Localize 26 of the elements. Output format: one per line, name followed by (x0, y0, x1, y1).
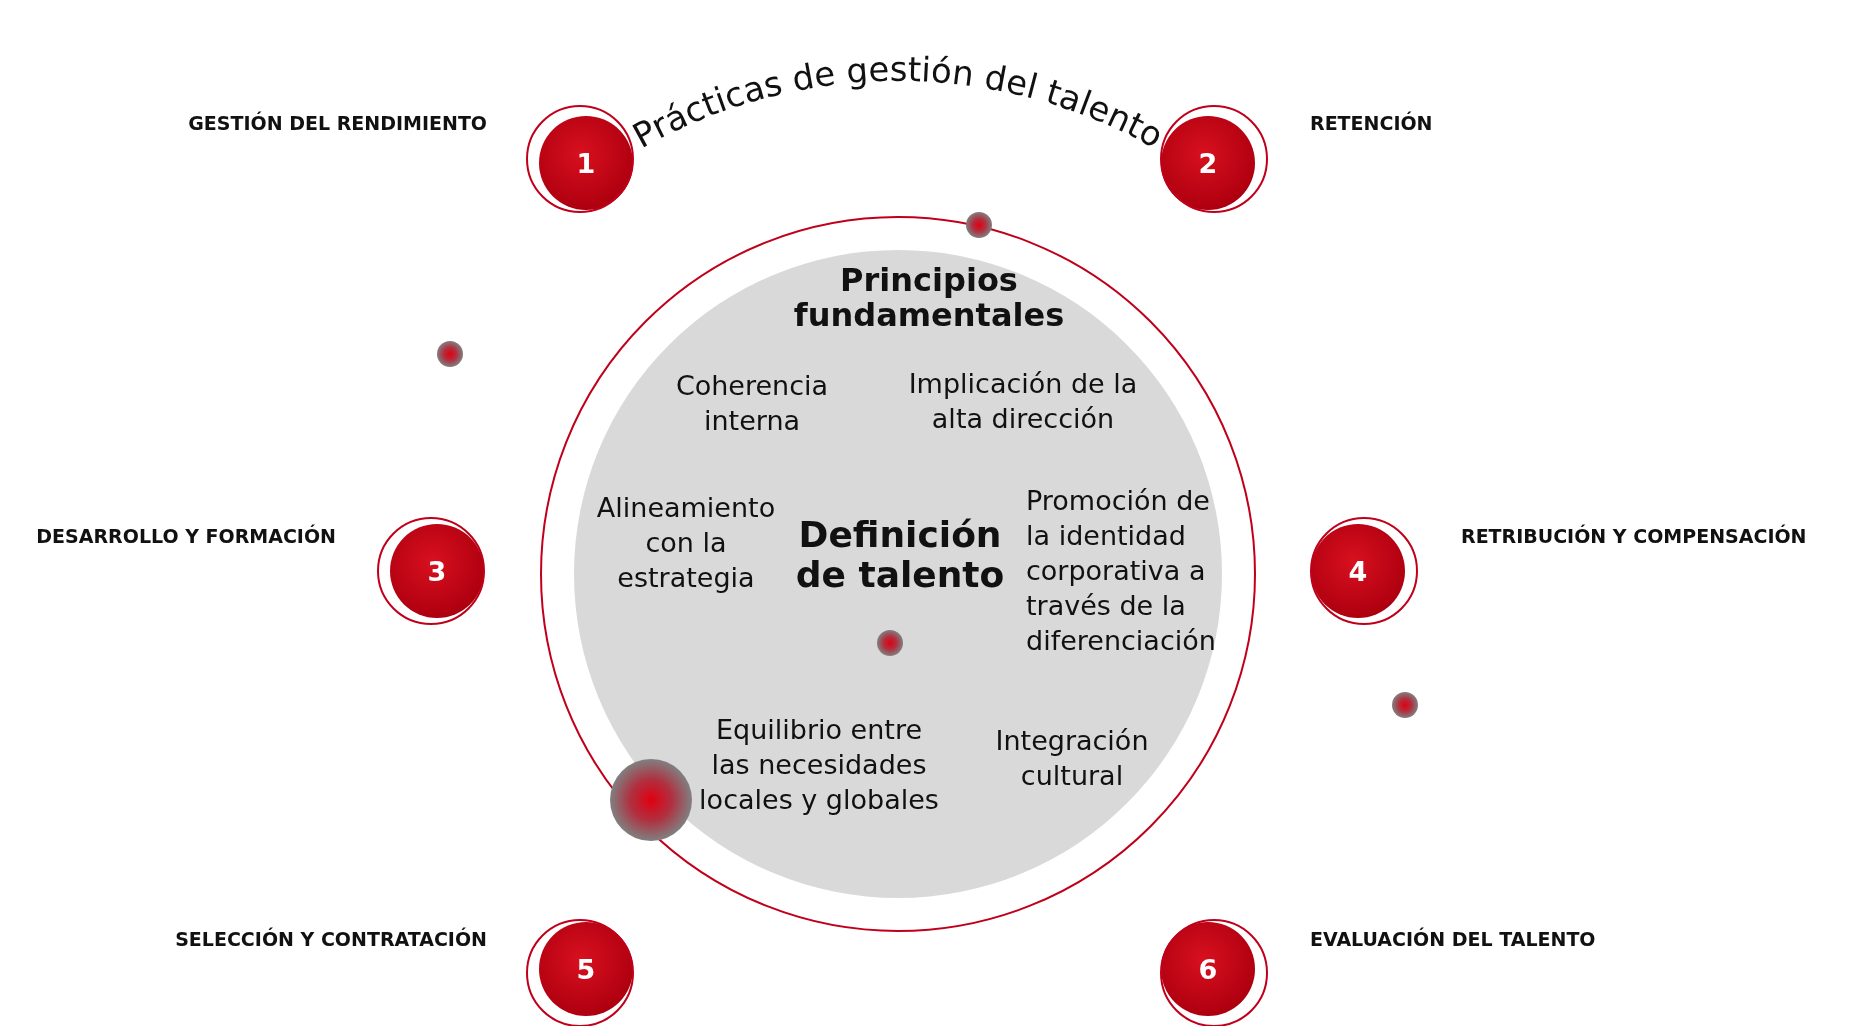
principle-text: Equilibrio entre las necesidades locales y globales (699, 713, 939, 818)
principle-text: Coherencia interna (674, 368, 830, 438)
number-circle (1161, 922, 1255, 1016)
practice-label: RETENCIÓN (1310, 112, 1433, 134)
number-circle (1161, 116, 1255, 210)
number-circle (539, 922, 633, 1016)
heading: Principios fundamentales (792, 262, 1066, 334)
practice-label: RETRIBUCIÓN Y COMPENSACIÓN (1461, 525, 1807, 547)
step-number: 3 (427, 555, 447, 587)
number-circle (1311, 524, 1405, 618)
step-number: 2 (1198, 147, 1218, 179)
practice-label: EVALUACIÓN DEL TALENTO (1310, 928, 1596, 950)
step-number: 4 (1348, 555, 1368, 587)
principle-text: Implicación de la alta dirección (907, 366, 1139, 436)
number-circle (539, 116, 633, 210)
number-circle (390, 524, 484, 618)
principle-text: Alineamiento con la estrategia (595, 491, 777, 596)
step-number: 6 (1198, 953, 1218, 985)
practice-label: GESTIÓN DEL RENDIMIENTO (188, 112, 487, 134)
step-number: 5 (576, 953, 596, 985)
step-number: 1 (576, 147, 596, 179)
principle-text: Integración cultural (994, 723, 1150, 793)
practice-label: SELECCIÓN Y CONTRATACIÓN (175, 928, 487, 950)
principle-text: Promoción de la identidad corporativa a través de la diferenciación (1026, 484, 1217, 659)
center-title: Definición de talento (794, 515, 1006, 595)
practice-label: DESARROLLO Y FORMACIÓN (36, 525, 336, 547)
